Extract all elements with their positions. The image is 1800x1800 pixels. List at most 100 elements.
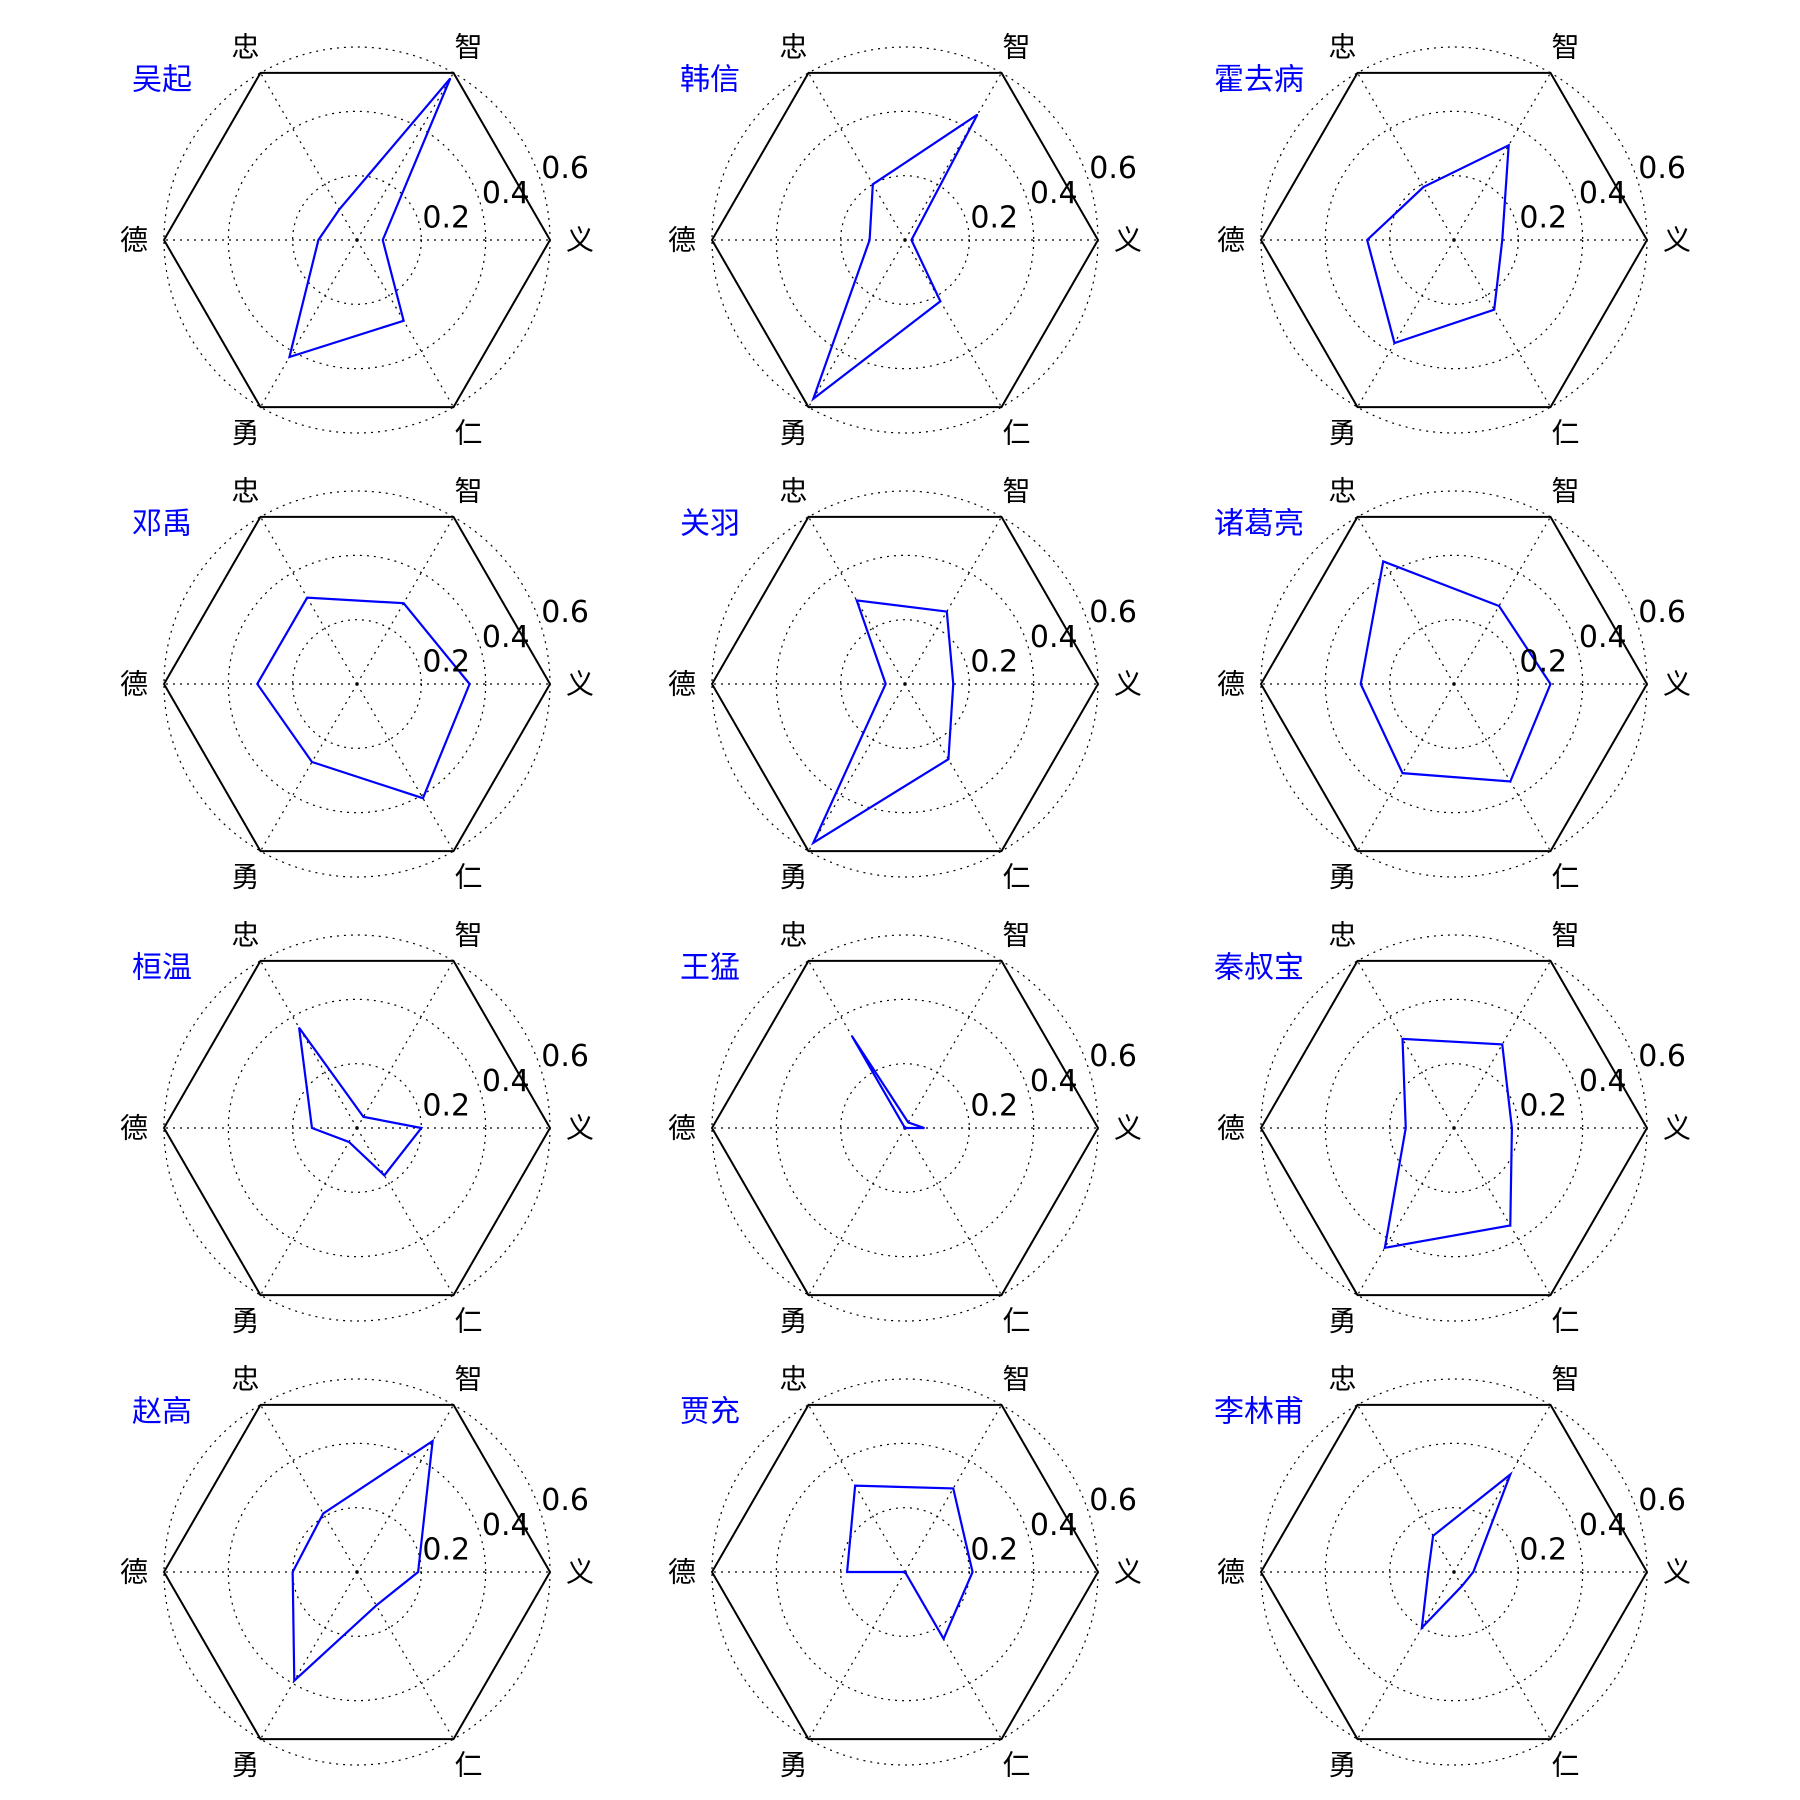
radial-tick-label: 0.2 — [1519, 1532, 1567, 1567]
data-point — [1382, 560, 1384, 563]
data-point — [885, 683, 887, 685]
data-point — [1509, 1473, 1511, 1476]
radial-tick-label: 0.4 — [1579, 1064, 1627, 1099]
radial-tick-label: 0.4 — [1579, 1508, 1627, 1543]
data-point — [1401, 1038, 1404, 1040]
axis-label: 义 — [566, 668, 594, 701]
data-point — [1384, 1247, 1386, 1249]
data-point — [375, 1604, 377, 1607]
data-polygon — [845, 1484, 974, 1642]
axis-label: 勇 — [779, 417, 807, 450]
axis-label: 智 — [1002, 30, 1030, 63]
axis-label: 仁 — [1551, 1749, 1579, 1782]
axis-label: 仁 — [1551, 861, 1579, 894]
chart-title: 秦叔宝 — [1214, 951, 1304, 986]
spoke-gridline — [1356, 239, 1455, 408]
spoke-gridline — [1453, 1571, 1552, 1740]
data-point — [1493, 309, 1495, 311]
data-point — [946, 610, 948, 613]
spoke-gridline — [807, 1571, 906, 1740]
data-point — [431, 1440, 434, 1442]
axis-label: 仁 — [454, 1749, 482, 1782]
axis-label: 仁 — [1002, 417, 1030, 450]
axis-label: 智 — [1002, 918, 1030, 951]
chart-title: 王猛 — [680, 951, 740, 986]
axis-label: 义 — [1114, 1556, 1142, 1589]
axis-label: 勇 — [1328, 861, 1356, 894]
axis-label: 仁 — [454, 1305, 482, 1338]
data-point — [1501, 1043, 1503, 1046]
radial-tick-label: 0.2 — [970, 1088, 1018, 1123]
data-point — [317, 239, 319, 241]
hexagon-frame — [710, 515, 1100, 853]
radial-tick-label: 0.2 — [422, 200, 470, 235]
axis-label: 忠 — [779, 918, 807, 951]
data-point — [1501, 239, 1503, 241]
radial-gridline — [775, 554, 1035, 814]
data-point — [256, 683, 258, 685]
data-point — [311, 761, 313, 763]
axis-label: 仁 — [1551, 417, 1579, 450]
data-point — [1401, 772, 1404, 774]
axis-label: 德 — [668, 1556, 696, 1589]
axis-label: 忠 — [1328, 30, 1356, 63]
axis-label: 勇 — [231, 417, 259, 450]
axis-label: 义 — [566, 224, 594, 257]
data-point — [872, 183, 874, 185]
data-point — [403, 602, 405, 604]
spoke-gridline — [807, 1404, 906, 1573]
radial-tick-label: 0.6 — [1089, 1483, 1137, 1518]
chart-title: 贾充 — [680, 1395, 740, 1430]
axis-label: 忠 — [779, 474, 807, 507]
data-point — [971, 1571, 974, 1573]
spoke-gridline — [807, 1127, 906, 1296]
axis-label: 德 — [120, 224, 148, 257]
chart-title: 李林甫 — [1214, 1395, 1304, 1430]
data-point — [1366, 239, 1368, 241]
axis-label: 忠 — [231, 30, 259, 63]
radar-panel: 义智忠德勇仁0.20.40.6赵高 — [120, 1362, 594, 1781]
spoke-gridline — [259, 239, 358, 408]
radial-gridline — [227, 1442, 487, 1702]
spoke-gridline — [356, 1571, 455, 1740]
axis-label: 勇 — [779, 1305, 807, 1338]
axis-label: 义 — [1663, 1112, 1691, 1145]
axis-label: 智 — [1002, 1362, 1030, 1395]
data-point — [382, 239, 384, 241]
hexagon-frame — [162, 515, 552, 853]
radial-gridline — [1324, 1442, 1584, 1702]
radial-tick-label: 0.2 — [422, 1532, 470, 1567]
radial-tick-label: 0.6 — [1638, 595, 1686, 630]
data-point — [976, 114, 978, 116]
radar-panel: 义智忠德勇仁0.20.40.6邓禹 — [120, 474, 594, 893]
axis-label: 仁 — [454, 417, 482, 450]
axis-label: 智 — [1002, 474, 1030, 507]
spoke-gridline — [904, 683, 1003, 852]
axis-label: 智 — [1551, 474, 1579, 507]
chart-title: 霍去病 — [1214, 63, 1304, 98]
chart-title: 邓禹 — [132, 507, 192, 542]
axis-label: 忠 — [231, 474, 259, 507]
chart-title: 桓温 — [132, 951, 192, 986]
radial-tick-label: 0.6 — [1089, 1039, 1137, 1074]
radial-tick-label: 0.6 — [1638, 1483, 1686, 1518]
radar-panel: 义智忠德勇仁0.20.40.6李林甫 — [1214, 1362, 1691, 1781]
data-point — [1432, 1535, 1434, 1537]
data-polygon — [1383, 1037, 1514, 1250]
radial-tick-label: 0.6 — [541, 151, 589, 186]
hexagon-frame — [162, 959, 552, 1297]
data-point — [907, 1121, 909, 1124]
hexagon-frame — [710, 959, 1100, 1297]
radar-panel: 义智忠德勇仁0.20.40.6秦叔宝 — [1214, 918, 1691, 1337]
data-point — [420, 1127, 422, 1129]
spoke-gridline — [356, 1127, 455, 1296]
axis-label: 义 — [1663, 224, 1691, 257]
radial-gridline — [227, 554, 487, 814]
hexagon-frame — [710, 71, 1100, 409]
axis-label: 德 — [668, 668, 696, 701]
data-point — [1498, 605, 1500, 607]
axis-label: 仁 — [1002, 1305, 1030, 1338]
chart-title: 关羽 — [680, 507, 740, 542]
axis-label: 智 — [1551, 1362, 1579, 1395]
